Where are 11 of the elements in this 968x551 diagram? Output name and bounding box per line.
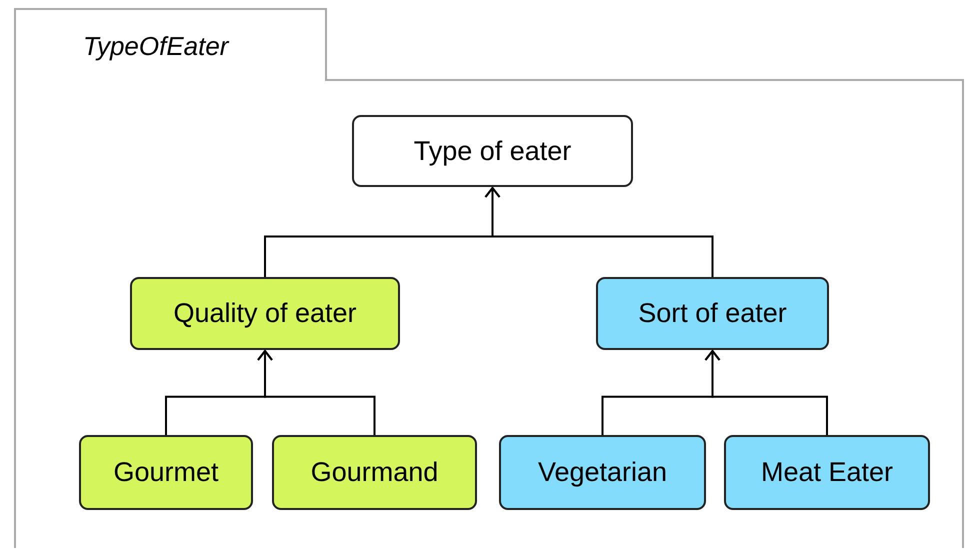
class-box: Sort of eater — [596, 277, 829, 350]
class-box: Type of eater — [352, 115, 633, 187]
class-box: Gourmet — [79, 435, 253, 510]
inheritance-arrow — [257, 350, 376, 435]
inheritance-arrow — [704, 350, 828, 435]
class-box: Meat Eater — [724, 435, 930, 510]
inheritance-arrow — [484, 187, 714, 277]
class-box: Gourmand — [272, 435, 477, 510]
frame-title: TypeOfEater — [83, 31, 228, 62]
class-box: Vegetarian — [499, 435, 706, 510]
class-box: Quality of eater — [130, 277, 400, 350]
